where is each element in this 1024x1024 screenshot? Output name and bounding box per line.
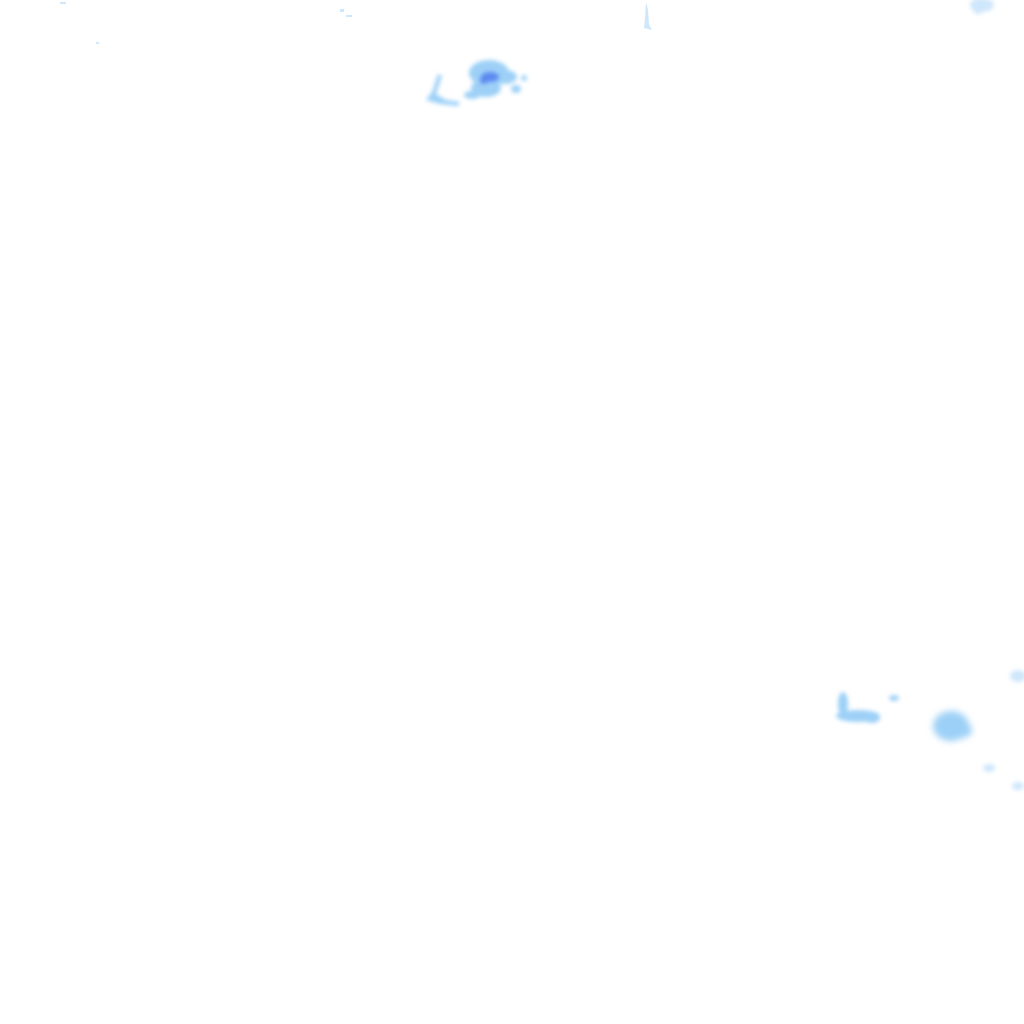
echo-top-right-cluster: [970, 0, 994, 14]
echo-top-center-streak: [644, 2, 652, 30]
echo-upper-cell-core: [480, 72, 499, 84]
echo-lower-right-cell: [933, 711, 972, 741]
echo-lower-right-band: [836, 692, 899, 723]
echo-lower-right-fringe: [983, 670, 1024, 790]
echo-upper-tail: [426, 74, 460, 106]
echo-top-left-speck: [60, 2, 352, 44]
